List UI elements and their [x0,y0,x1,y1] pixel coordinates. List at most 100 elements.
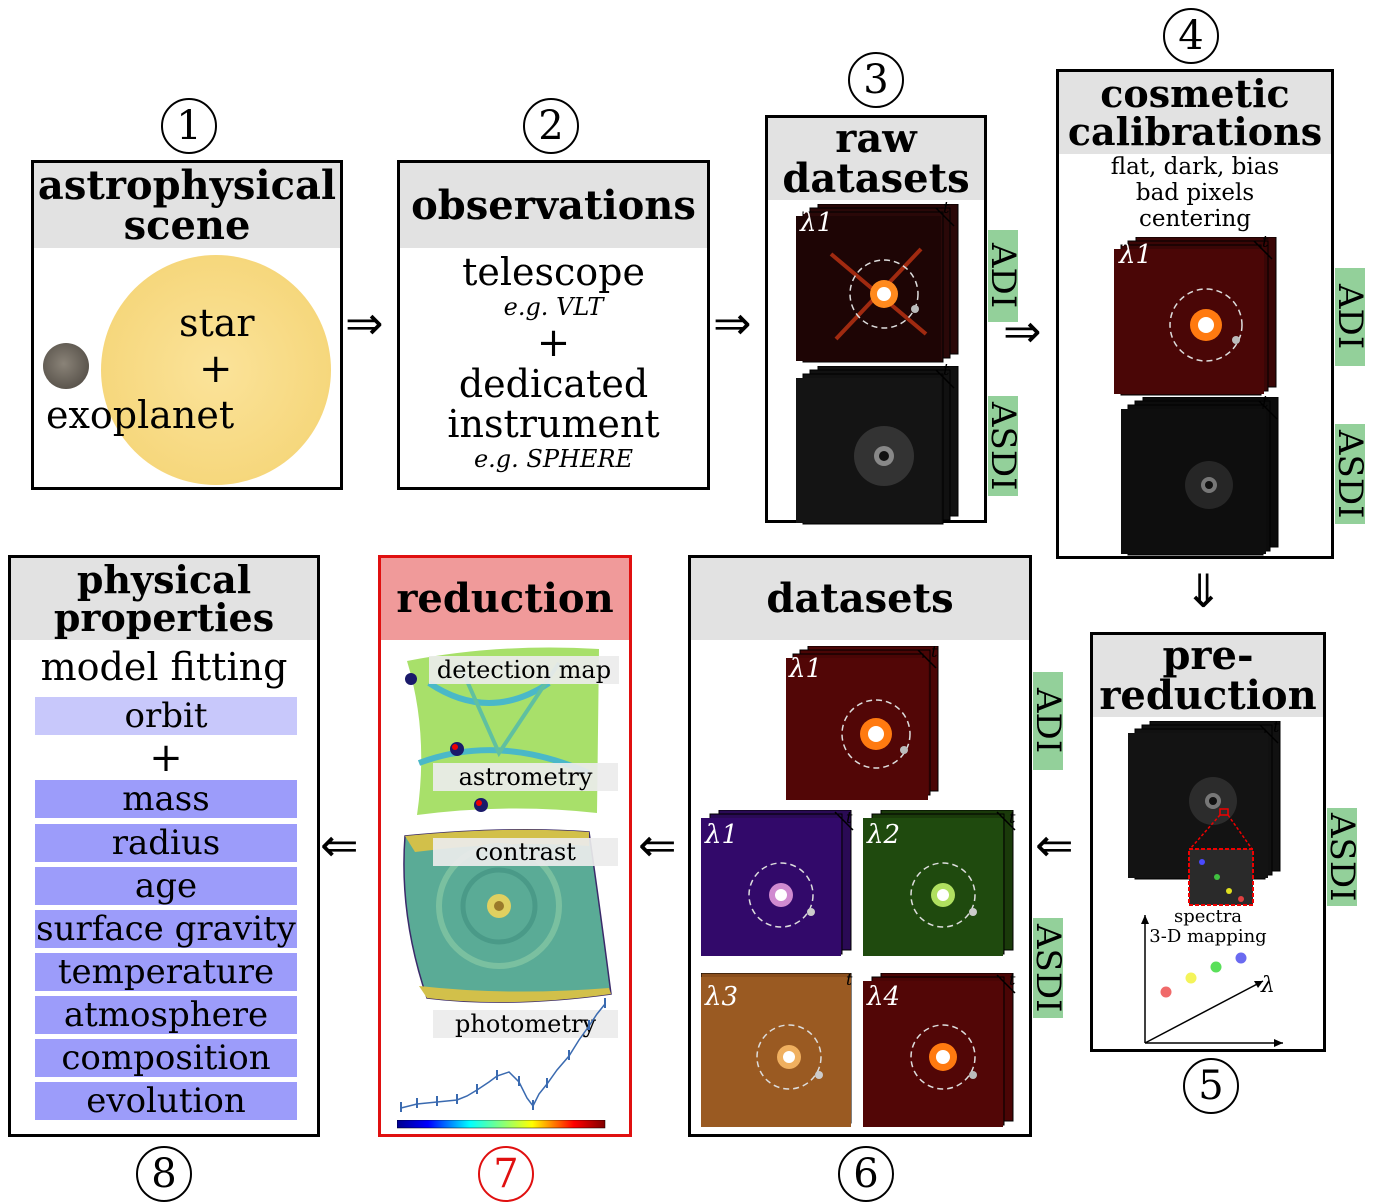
datasets-header: datasets [691,558,1029,640]
datasets-t-l1: t [846,808,853,827]
datasets-t-l4: t [1009,970,1016,989]
property-age: age [35,867,297,905]
arrow-7-to-8: ⇐ [320,818,359,872]
exoplanet-disk [43,343,89,389]
calib-adi-tag: ADI [1330,268,1370,366]
calibration-centering: centering [1138,206,1252,232]
arrow-2-to-3: ⇒ [713,296,752,350]
property-atmosphere: atmosphere [35,996,297,1034]
raw-asdi-cube [796,366,959,525]
lambda-axis-label: λ [1261,973,1275,998]
property-evolution: evolution [35,1082,297,1120]
step-8-number: 8 [136,1146,192,1202]
raw-asdi-tag: ASDI [983,396,1023,496]
datasets-t-l3: t [846,970,853,989]
star-label: star [179,301,255,345]
eg-vlt-label: e.g. VLT [503,293,604,321]
arrow-1-to-2: ⇒ [345,296,384,350]
observations-box: observations telescope e.g. VLT + dedica… [397,160,710,490]
calib-adi-cube [1114,237,1277,396]
datasets-lambda1-top: λ1 [789,654,823,684]
reduction-box: reduction detection map astrometry contr… [378,555,632,1137]
detection-map-label: detection map [429,656,619,684]
step-3-number: 3 [848,52,904,108]
star-plus: + [199,346,233,392]
property-mass: mass [35,780,297,818]
photometry-spectrum-plot [400,998,606,1112]
calib-lambda1-label: λ1 [1119,240,1153,270]
calib-t-label-top: t [1262,232,1269,251]
calibration-sublist: flat, dark, bias bad pixels centering [1059,154,1331,232]
datasets-lambda3-label: λ3 [705,982,739,1012]
mapping-label: 3-D mapping [1149,926,1267,947]
datasets-cube-lambda2 [863,810,1016,956]
reduction-header: reduction [381,558,629,640]
step-1-number: 1 [161,98,217,154]
pre-reduction-header: pre-reduction [1093,635,1323,717]
property-surface-gravity: surface gravity [35,909,297,949]
step-6-number: 6 [838,1146,894,1202]
pre-reduction-box: pre-reduction t spectra 3-D mapping λ [1090,632,1326,1052]
calib-asdi-tag: ASDI [1330,424,1370,524]
orbit-item: orbit [35,697,297,735]
datasets-cube-lambda3 [701,973,852,1127]
step-4-number: 4 [1163,8,1219,64]
calibration-flat-dark-bias: flat, dark, bias [1110,154,1280,180]
pre-reduction-asdi-tag: ASDI [1322,808,1362,906]
calib-asdi-cube [1121,397,1279,556]
pre-reduction-t-label: t [1273,717,1280,736]
photometry-label: photometry [433,1010,618,1038]
raw-t-label-bottom: t [943,360,950,379]
instrument-label: instrument [447,402,660,446]
colorbar [397,1120,606,1129]
datasets-lambda4-label: λ4 [867,982,901,1012]
property-radius: radius [35,824,297,862]
spectra-point-blue [1235,952,1247,964]
raw-t-label-top: t [943,198,950,217]
orbit-plus: + [149,735,183,781]
datasets-adi-cube [786,646,939,800]
raw-adi-cube [796,204,959,363]
datasets-cube-lambda4 [863,973,1016,1127]
pre-reduction-zoom [1188,848,1254,906]
spectra-point-green [1210,961,1222,973]
star-planet-illustration [43,255,331,485]
datasets-adi-tag: ADI [1028,672,1068,770]
telescope-label: telescope [462,250,645,294]
observations-content: telescope e.g. VLT + dedicated instrumen… [400,251,707,473]
step-2-number: 2 [523,98,579,154]
spectra-point-red [1160,986,1172,998]
calibration-bad-pixels: bad pixels [1135,180,1255,206]
arrow-4-to-5: ⇓ [1184,564,1223,618]
datasets-asdi-tag: ASDI [1028,918,1068,1018]
spectra-label: spectra [1173,906,1243,927]
contrast-label: contrast [433,838,618,866]
arrow-6-to-7: ⇐ [638,818,677,872]
arrow-3-to-4: ⇒ [1003,304,1042,358]
exoplanet-label: exoplanet [46,393,235,437]
spectra-3d-plot [1141,915,1283,1047]
observations-plus: + [536,320,571,366]
dedicated-label: dedicated [458,362,649,406]
arrow-5-to-6: ⇐ [1035,818,1074,872]
property-temperature: temperature [35,953,297,991]
property-composition: composition [35,1039,297,1077]
datasets-cube-lambda1 [701,810,854,956]
observations-header: observations [400,163,707,248]
eg-sphere-label: e.g. SPHERE [473,445,634,473]
datasets-lambda1-label: λ1 [705,820,739,850]
star-disk [101,255,331,485]
model-fitting-label: model fitting [40,645,288,689]
datasets-t-top: t [931,642,938,661]
spectra-point-yellow [1185,972,1197,984]
raw-lambda1-label: λ1 [800,208,834,238]
astrometry-label: astrometry [433,763,618,791]
step-7-number: 7 [478,1146,534,1202]
